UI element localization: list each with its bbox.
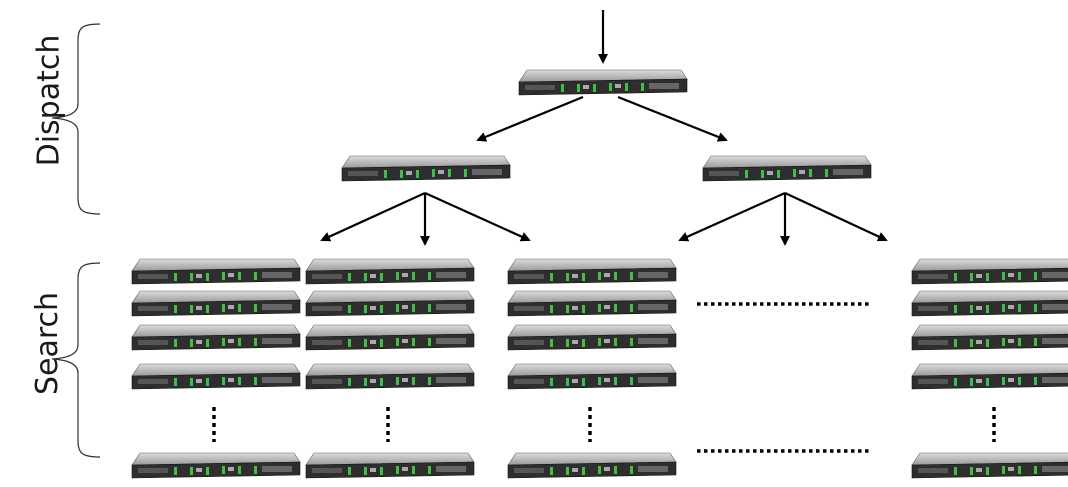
search-server-c1-r3 [131, 324, 301, 351]
arrow-right-to-col6 [784, 192, 888, 242]
dispatch-label: Dispatch [31, 34, 67, 167]
search-server-c3-r1 [507, 258, 677, 285]
search-server-c3-last [507, 452, 677, 479]
search-label: Search [30, 291, 66, 396]
arrow-left-to-col3 [424, 191, 531, 242]
search-server-c1-r1 [131, 258, 301, 285]
search-server-c3-r2 [507, 290, 677, 317]
search-server-c2-r3 [305, 324, 475, 351]
search-server-c2-r4 [305, 363, 475, 390]
root-dispatcher-server [518, 69, 688, 96]
left-dispatcher-server [341, 155, 511, 182]
arrow-right-to-col4 [678, 191, 786, 242]
search-server-c4-last [911, 452, 1068, 479]
search-brace [51, 262, 101, 458]
search-server-c2-r2 [305, 290, 475, 317]
search-server-c2-r1 [305, 258, 475, 285]
search-server-c1-r4 [131, 363, 301, 390]
arrow-left-to-col1 [320, 191, 426, 242]
search-server-c1-last [131, 452, 301, 479]
arrow-root-to-right-dispatcher [617, 95, 728, 142]
search-server-c4-r1 [911, 258, 1068, 285]
search-server-c4-r2 [911, 290, 1068, 317]
search-server-c4-r3 [911, 324, 1068, 351]
search-server-c1-r2 [131, 290, 301, 317]
search-server-c3-r4 [507, 363, 677, 390]
arrow-root-to-left-dispatcher [476, 95, 584, 142]
search-server-c4-r4 [911, 363, 1068, 390]
right-dispatcher-server [702, 155, 872, 182]
dispatch-brace [51, 23, 101, 215]
search-server-c2-last [305, 452, 475, 479]
search-server-c3-r3 [507, 324, 677, 351]
